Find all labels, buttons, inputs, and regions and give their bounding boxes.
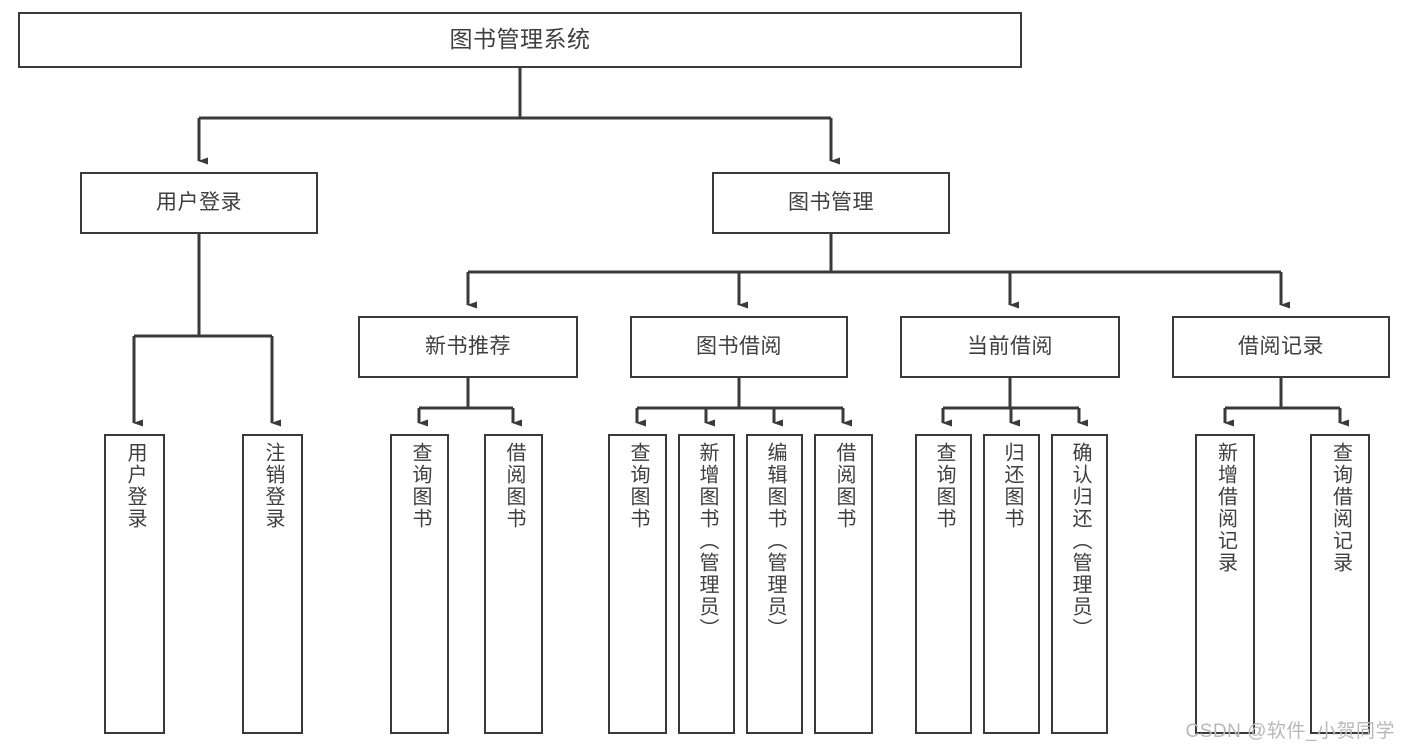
- node-label: 编辑图书（管理员）: [764, 442, 786, 640]
- node-leaf-edit-book[interactable]: 编辑图书（管理员）: [746, 434, 803, 734]
- watermark: CSDN @软件_小贺同学: [1185, 721, 1395, 742]
- node-leaf-add-record[interactable]: 新增借阅记录: [1195, 434, 1255, 734]
- node-leaf-return-book[interactable]: 归还图书: [983, 434, 1040, 734]
- node-label: 查询借阅记录: [1329, 442, 1352, 574]
- node-label: 用户登录: [156, 190, 242, 214]
- node-label: 借阅记录: [1238, 334, 1324, 358]
- node-label: 查询图书: [409, 442, 431, 530]
- node-current-borrow[interactable]: 当前借阅: [900, 316, 1120, 378]
- node-label: 借阅图书: [833, 442, 855, 530]
- node-leaf-add-book[interactable]: 新增图书（管理员）: [678, 434, 735, 734]
- node-leaf-logout[interactable]: 注销登录: [242, 434, 303, 734]
- node-label: 图书管理系统: [449, 26, 591, 53]
- node-borrow-record[interactable]: 借阅记录: [1172, 316, 1390, 378]
- node-label: 新增借阅记录: [1214, 442, 1237, 574]
- node-book-manage[interactable]: 图书管理: [712, 172, 950, 234]
- node-label: 归还图书: [1001, 442, 1023, 530]
- node-leaf-user-login[interactable]: 用户登录: [104, 434, 165, 734]
- node-root[interactable]: 图书管理系统: [18, 12, 1022, 68]
- node-leaf-borrow-book-2[interactable]: 借阅图书: [814, 434, 873, 734]
- node-leaf-borrow-book-1[interactable]: 借阅图书: [484, 434, 543, 734]
- node-label: 借阅图书: [503, 442, 525, 530]
- node-label: 查询图书: [627, 442, 649, 530]
- node-label: 确认归还（管理员）: [1069, 442, 1091, 640]
- node-label: 新书推荐: [425, 334, 511, 358]
- node-label: 图书管理: [788, 190, 874, 214]
- node-leaf-query-book-3[interactable]: 查询图书: [915, 434, 972, 734]
- node-label: 查询图书: [933, 442, 955, 530]
- node-label: 当前借阅: [967, 334, 1053, 358]
- node-book-borrow[interactable]: 图书借阅: [630, 316, 848, 378]
- node-leaf-confirm-return[interactable]: 确认归还（管理员）: [1051, 434, 1108, 734]
- node-label: 图书借阅: [696, 334, 782, 358]
- node-leaf-query-record[interactable]: 查询借阅记录: [1310, 434, 1370, 734]
- node-new-book-recommend[interactable]: 新书推荐: [358, 316, 578, 378]
- node-label: 注销登录: [262, 442, 284, 530]
- node-label: 用户登录: [124, 442, 146, 530]
- node-user-login[interactable]: 用户登录: [80, 172, 318, 234]
- node-label: 新增图书（管理员）: [696, 442, 718, 640]
- node-leaf-query-book-1[interactable]: 查询图书: [390, 434, 449, 734]
- node-leaf-query-book-2[interactable]: 查询图书: [608, 434, 667, 734]
